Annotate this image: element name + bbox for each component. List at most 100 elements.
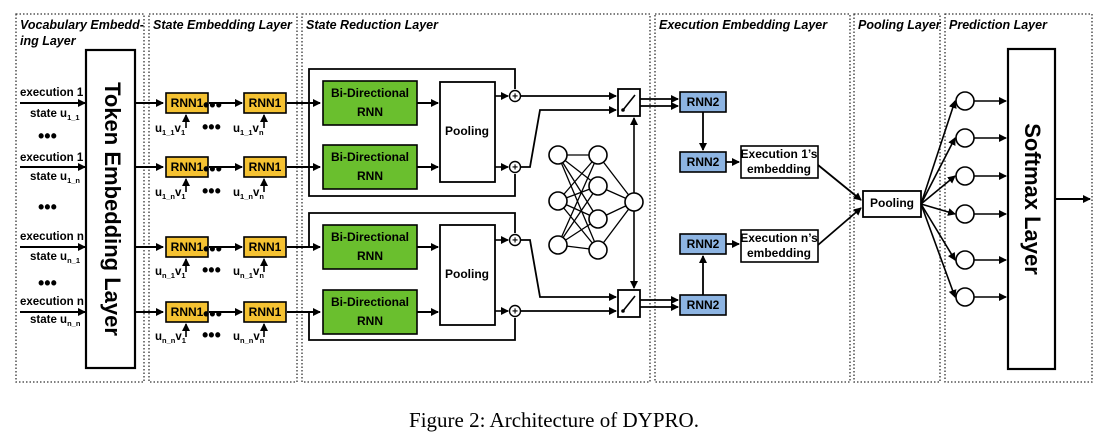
panel-title-vocabulary-1: Vocabulary Embedd- (20, 18, 144, 32)
var-labels-1: u1_nv1 ••• u1_nvn (155, 181, 264, 201)
var-labels-0: u1_1v1 ••• u1_1vn (155, 117, 264, 137)
rnn2-label-c: RNN2 (687, 237, 720, 251)
flow-mid-to-switch-bottom (521, 239, 617, 301)
rnn1-label-2-b: RNN1 (249, 240, 282, 254)
prediction-neuron-2 (955, 166, 975, 186)
pooling-box-bottom (439, 224, 496, 326)
panel-pooling (853, 13, 941, 383)
svg-text:execution n: execution n (20, 231, 84, 243)
nn-hidden-neuron-0 (588, 145, 608, 165)
panel-title-state-embedding: State Embedding Layer (153, 18, 293, 32)
nn-output-neuron-0 (624, 192, 644, 212)
ellipsis-rnn-1: ••• (203, 159, 222, 179)
panel-execution-embedding (654, 13, 851, 383)
prediction-neuron-5 (955, 287, 975, 307)
ellipsis-left-1: ••• (38, 126, 57, 146)
add-node-1 (508, 160, 522, 174)
bi-rnn-label2-1: RNN (357, 169, 383, 183)
exec1-embedding-label1: Execution 1’s (741, 147, 818, 161)
token-embedding-box (84, 48, 137, 370)
rnn1-box-2-a (165, 236, 209, 258)
rnn1-label-1-a: RNN1 (171, 160, 204, 174)
execn-embedding-box (740, 229, 819, 263)
bi-rnn-label2-2: RNN (357, 249, 383, 263)
switch-bottom (617, 289, 641, 318)
var-labels-3: un_nv1 ••• un_nvn (155, 325, 265, 345)
svg-text:state u1_n: state u1_n (30, 171, 80, 185)
panel-prediction (944, 13, 1093, 383)
svg-text:state u1_1: state u1_1 (30, 108, 80, 122)
svg-text:u1_1v1: u1_1v1 (155, 123, 185, 137)
rnn1-box-3-b (243, 301, 287, 323)
svg-text:•••: ••• (202, 325, 221, 345)
prediction-neuron-3 (955, 204, 975, 224)
input-label-0: execution 1 state u1_1 (20, 87, 84, 122)
rnn2-label-b: RNN2 (687, 155, 720, 169)
svg-text:•••: ••• (202, 181, 221, 201)
bi-rnn-label2-0: RNN (357, 105, 383, 119)
svg-text:un_1vn: un_1vn (233, 266, 264, 280)
panel-title-pooling: Pooling Layer (858, 18, 942, 32)
rnn2-label-d: RNN2 (687, 298, 720, 312)
panel-title-state-reduction: State Reduction Layer (306, 18, 439, 32)
panel-title-vocabulary-2: ing Layer (20, 34, 77, 48)
exec1-embedding-box (740, 145, 819, 179)
add-symbol-3: + (512, 307, 518, 318)
bi-rnn-label1-3: Bi-Directional (331, 295, 409, 309)
pooling-label-top: Pooling (445, 124, 489, 138)
input-label-1: execution 1 state u1_n (20, 152, 84, 185)
execn-embedding-label2: embedding (747, 246, 811, 260)
rnn1-box-1-b (243, 156, 287, 178)
prediction-neuron-0 (955, 91, 975, 111)
global-pooling-label: Pooling (870, 196, 914, 210)
rnn1-label-2-a: RNN1 (171, 240, 204, 254)
skip-connection-0 (308, 68, 516, 103)
bi-rnn-label1-0: Bi-Directional (331, 86, 409, 100)
panel-state-reduction (301, 13, 651, 383)
softmax-label: Softmax Layer (1020, 123, 1045, 275)
ellipsis-rnn-2: ••• (203, 239, 222, 259)
svg-text:un_nvn: un_nvn (233, 331, 265, 345)
svg-text:execution 1: execution 1 (20, 87, 84, 99)
svg-text:un_nv1: un_nv1 (155, 331, 186, 345)
softmax-box (1006, 47, 1057, 371)
exec1-embedding-label2: embedding (747, 162, 811, 176)
svg-text:•••: ••• (202, 117, 221, 137)
ellipsis-left-3: ••• (38, 273, 57, 293)
rnn1-box-0-b (243, 92, 287, 114)
panel-vocabulary-embedding (15, 13, 145, 383)
pooling-label-bottom: Pooling (445, 267, 489, 281)
bi-rnn-box-0 (322, 80, 418, 126)
architecture-diagram: Vocabulary Embedd- ing Layer State Embed… (15, 13, 1093, 383)
ellipsis-rnn-0: ••• (203, 95, 222, 115)
prediction-neuron-1 (955, 128, 975, 148)
rnn1-box-0-a (165, 92, 209, 114)
rnn1-label-3-b: RNN1 (249, 305, 282, 319)
svg-text:execution 1: execution 1 (20, 152, 84, 164)
pooling-box-top (439, 81, 496, 183)
skip-connection-1 (308, 103, 516, 197)
skip-connection-2 (308, 212, 516, 247)
input-label-2: execution n state un_1 (20, 231, 84, 265)
bi-rnn-label2-3: RNN (357, 314, 383, 328)
bi-rnn-label1-2: Bi-Directional (331, 230, 409, 244)
svg-text:u1_nvn: u1_nvn (233, 187, 264, 201)
svg-text:un_1v1: un_1v1 (155, 266, 186, 280)
ellipsis-left-2: ••• (38, 197, 57, 217)
panel-title-execution-embedding: Execution Embedding Layer (659, 18, 828, 32)
svg-text:u1_1vn: u1_1vn (233, 123, 264, 137)
nn-input-neuron-1 (548, 191, 568, 211)
svg-text:execution n: execution n (20, 296, 84, 308)
execn-embedding-label1: Execution n’s (740, 231, 818, 245)
svg-text:u1_nv1: u1_nv1 (155, 187, 186, 201)
add-symbol-2: + (512, 236, 518, 247)
add-node-0 (508, 89, 522, 103)
nn-input-neuron-2 (548, 235, 568, 255)
panel-title-prediction: Prediction Layer (949, 18, 1048, 32)
nn-input-neuron-0 (548, 145, 568, 165)
rnn1-label-0-b: RNN1 (249, 96, 282, 110)
input-label-3: execution n state un_n (20, 296, 84, 328)
nn-hidden-neuron-3 (588, 240, 608, 260)
rnn1-box-1-a (165, 156, 209, 178)
rnn2-label-a: RNN2 (687, 95, 720, 109)
